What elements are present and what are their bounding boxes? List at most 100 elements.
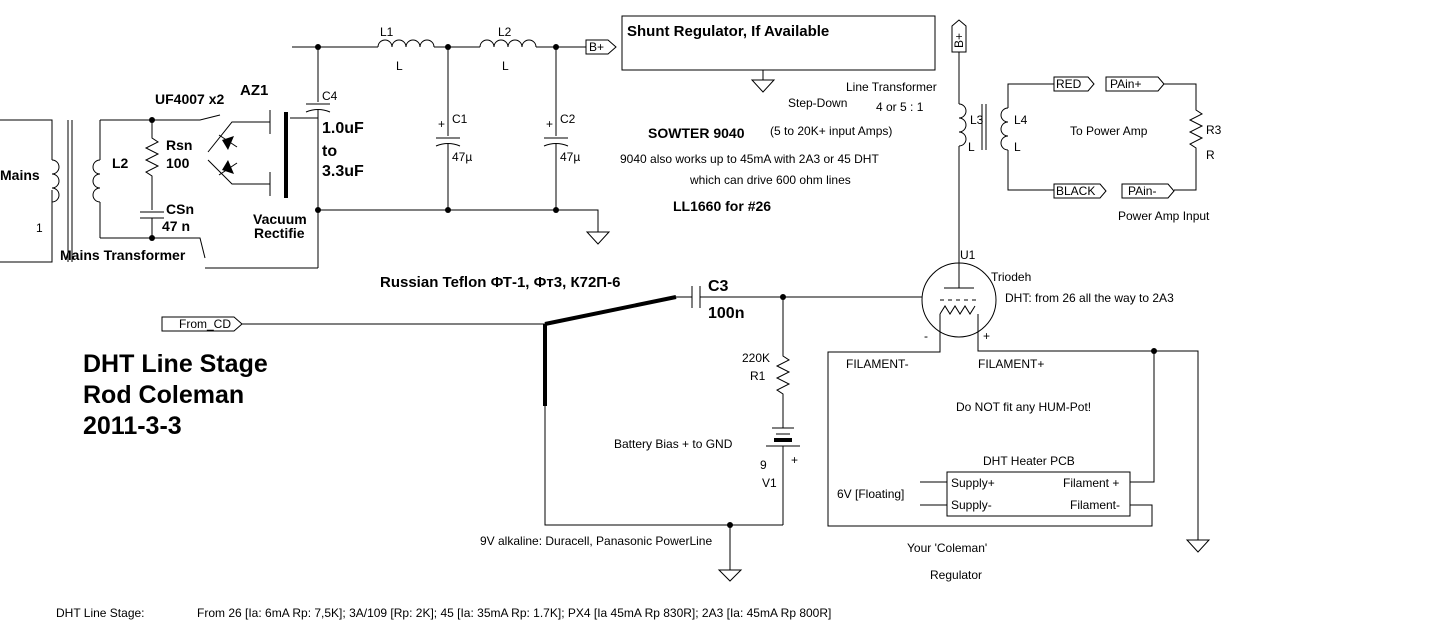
pain-plus-port bbox=[1105, 76, 1165, 92]
triode-u1 bbox=[921, 262, 997, 345]
from-cd-label: From_CD bbox=[179, 317, 231, 331]
c2-value: 47µ bbox=[560, 150, 580, 164]
diodes-label: UF4007 x2 bbox=[155, 91, 224, 107]
input-section bbox=[161, 286, 922, 570]
u1-label: U1 bbox=[960, 248, 976, 262]
l1-inductor bbox=[377, 39, 435, 48]
output-transformer bbox=[951, 19, 1204, 272]
mains-primary-coil bbox=[51, 159, 60, 203]
v1-value: 9 bbox=[760, 458, 767, 472]
c3-capacitor bbox=[676, 286, 922, 308]
b-plus-port bbox=[585, 39, 617, 55]
red-port bbox=[1053, 76, 1095, 92]
l3-label: L3 bbox=[970, 113, 984, 127]
r1-label: R1 bbox=[750, 369, 766, 383]
b-plus-vertical-label: B+ bbox=[952, 33, 966, 48]
triode-envelope bbox=[921, 262, 997, 338]
c1-label: C1 bbox=[452, 112, 468, 126]
input-amps-label: (5 to 20K+ input Amps) bbox=[770, 124, 892, 138]
vacuum-rect-label-2: Rectifie bbox=[254, 225, 305, 241]
b-plus-rail bbox=[205, 39, 617, 269]
l2-inductor bbox=[479, 39, 537, 48]
az1-label: AZ1 bbox=[240, 82, 268, 99]
dht-heater-pcb bbox=[946, 471, 1131, 517]
c4-value-1: 1.0uF bbox=[322, 120, 364, 137]
r1-value: 220K bbox=[742, 351, 770, 365]
c3-value: 100n bbox=[708, 305, 744, 322]
v1-plus: + bbox=[791, 453, 798, 467]
ground-symbol-heater bbox=[1185, 539, 1211, 553]
l4-sub: L bbox=[1014, 140, 1021, 154]
c4-label: C4 bbox=[322, 89, 338, 103]
shunt-regulator-box bbox=[621, 15, 936, 71]
triode-label: Triodeh bbox=[991, 270, 1031, 284]
r3-sub: R bbox=[1206, 148, 1215, 162]
sowter-note-1: 9040 also works up to 45mA with 2A3 or 4… bbox=[620, 152, 879, 166]
fil-plus-sign: + bbox=[983, 329, 990, 343]
b-plus-vertical-port bbox=[951, 19, 967, 53]
r3-resistor bbox=[1164, 83, 1204, 191]
ratio-label: 4 or 5 : 1 bbox=[876, 100, 924, 114]
mains-secondary-coil bbox=[92, 120, 101, 238]
footer-label: DHT Line Stage: bbox=[56, 606, 145, 620]
footer-text: From 26 [Ia: 6mA Rp: 7,5K]; 3A/109 [Rp: … bbox=[197, 606, 831, 620]
csn-value: 47 n bbox=[162, 218, 190, 234]
filament-minus-wire bbox=[827, 345, 1153, 527]
mains-one-label: 1 bbox=[36, 221, 43, 235]
c2-label: C2 bbox=[560, 112, 576, 126]
l4-coil bbox=[1000, 107, 1009, 151]
mains-transformer-label: Mains Transformer bbox=[60, 247, 186, 263]
sowter-label: SOWTER 9040 bbox=[648, 125, 745, 141]
filament-plus-pin-label: Filament + bbox=[1063, 476, 1119, 490]
pcb-title: DHT Heater PCB bbox=[983, 454, 1075, 468]
b-plus-label: B+ bbox=[589, 40, 604, 54]
ground-symbol-supply bbox=[585, 231, 611, 245]
shunt-regulator-label: Shunt Regulator, If Available bbox=[627, 23, 829, 40]
mains-label: Mains bbox=[0, 167, 40, 183]
c4-value-3: 3.3uF bbox=[322, 163, 364, 180]
ll1660-label: LL1660 for #26 bbox=[673, 198, 771, 214]
sowter-note-2: which can drive 600 ohm lines bbox=[689, 173, 851, 187]
r3-label: R3 bbox=[1206, 123, 1222, 137]
l2-sub: L bbox=[502, 59, 509, 73]
fil-minus-sign: - bbox=[924, 329, 928, 343]
mains-transformer bbox=[0, 119, 152, 263]
pain-minus-label: PAin- bbox=[1128, 184, 1156, 198]
c1-plus: + bbox=[438, 117, 445, 131]
l1-label: L1 bbox=[380, 25, 394, 39]
battery-bias-label: Battery Bias + to GND bbox=[614, 437, 733, 451]
six-v-label: 6V [Floating] bbox=[837, 487, 904, 501]
title-line-2: Rod Coleman bbox=[83, 381, 244, 409]
black-label: BLACK bbox=[1056, 184, 1095, 198]
vacuum-rect-label-1: Vacuum bbox=[253, 211, 307, 227]
l3-sub: L bbox=[968, 140, 975, 154]
dht-range-label: DHT: from 26 all the way to 2A3 bbox=[1005, 291, 1174, 305]
supply-plus-label: Supply+ bbox=[951, 476, 995, 490]
l4-label: L4 bbox=[1014, 113, 1028, 127]
to-power-amp-label: To Power Amp bbox=[1070, 124, 1148, 138]
hum-pot-warning: Do NOT fit any HUM-Pot! bbox=[956, 400, 1091, 414]
title-line-3: 2011-3-3 bbox=[83, 412, 182, 440]
regulator-label: Regulator bbox=[930, 568, 982, 582]
input-switch-contact bbox=[544, 295, 677, 326]
line-transformer-label: Line Transformer bbox=[846, 80, 937, 94]
ground-symbol-battery bbox=[717, 569, 743, 582]
c1-value: 47µ bbox=[452, 150, 472, 164]
filament-minus-label: FILAMENT- bbox=[846, 357, 909, 371]
rsn-label: Rsn bbox=[166, 137, 192, 153]
from-cd-port bbox=[161, 316, 243, 332]
l1-sub: L bbox=[396, 59, 403, 73]
battery-note: 9V alkaline: Duracell, Panasonic PowerLi… bbox=[480, 534, 712, 548]
filament-plus-label: FILAMENT+ bbox=[978, 357, 1044, 371]
power-amp-input-label: Power Amp Input bbox=[1118, 209, 1210, 223]
l2-primary-label: L2 bbox=[112, 155, 129, 171]
c3-label: C3 bbox=[708, 278, 729, 295]
step-down-label: Step-Down bbox=[788, 96, 847, 110]
filament-minus-pin-label: Filament- bbox=[1070, 498, 1120, 512]
snubber bbox=[140, 114, 221, 259]
red-label: RED bbox=[1056, 77, 1082, 91]
l2-label: L2 bbox=[498, 25, 512, 39]
rsn-value: 100 bbox=[166, 155, 190, 171]
heater-regulator-section bbox=[827, 345, 1199, 540]
